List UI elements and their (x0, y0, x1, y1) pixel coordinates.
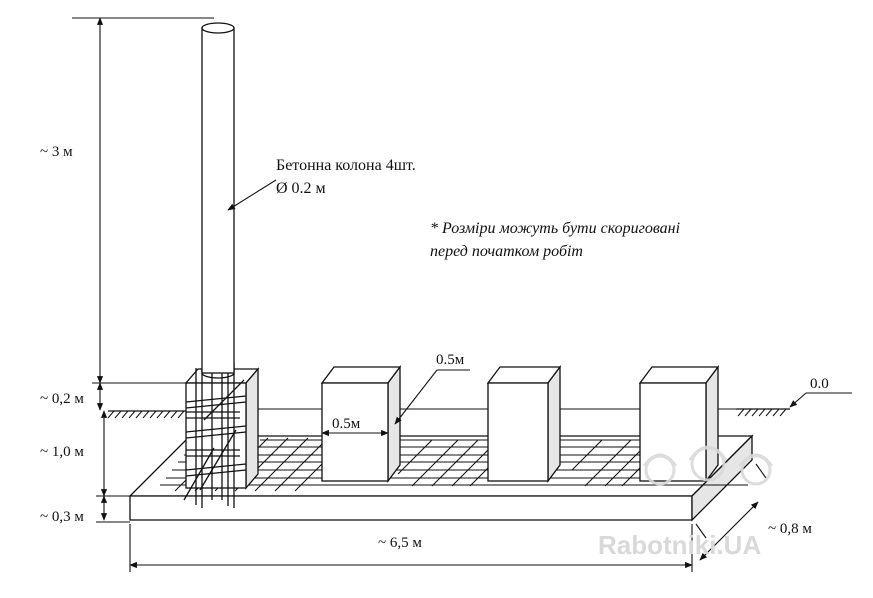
ground-line-right (736, 408, 790, 417)
concrete-column (201, 22, 235, 379)
column-diameter: Ø 0.2 м (276, 180, 326, 197)
dimension-pier (321, 369, 470, 437)
label-slab-thickness: ~ 0,3 м (40, 509, 84, 525)
label-ground-level: 0.0 (810, 376, 829, 392)
ground-line-left (107, 410, 190, 419)
worker-helmet-icon (642, 445, 774, 486)
pier-4 (638, 365, 720, 483)
pier-3 (486, 365, 562, 483)
dimension-length (129, 524, 693, 572)
label-pier-width: 0.5м (332, 416, 361, 432)
label-slab-width: ~ 0,8 м (768, 521, 812, 537)
watermark-text: Rabotniki.UA (598, 530, 761, 560)
note-line-2: перед початком робіт (430, 243, 583, 260)
pier-rebar-cage (183, 362, 247, 508)
column-title: Бетонна колона 4шт. (276, 157, 416, 174)
dimension-chain-vertical (72, 17, 214, 523)
note-line-1: * Розміри можуть бути скориговані (430, 220, 680, 237)
dimension-width (695, 463, 767, 561)
ground-level-marker (789, 392, 852, 408)
label-above-ground: ~ 0,2 м (40, 391, 84, 407)
label-pier-depth: 0.5м (436, 352, 465, 368)
label-slab-length: ~ 6,5 м (378, 535, 422, 551)
label-depth: ~ 1,0 м (40, 444, 84, 460)
column-leader (227, 179, 277, 211)
label-column-height: ~ 3 м (40, 144, 73, 160)
